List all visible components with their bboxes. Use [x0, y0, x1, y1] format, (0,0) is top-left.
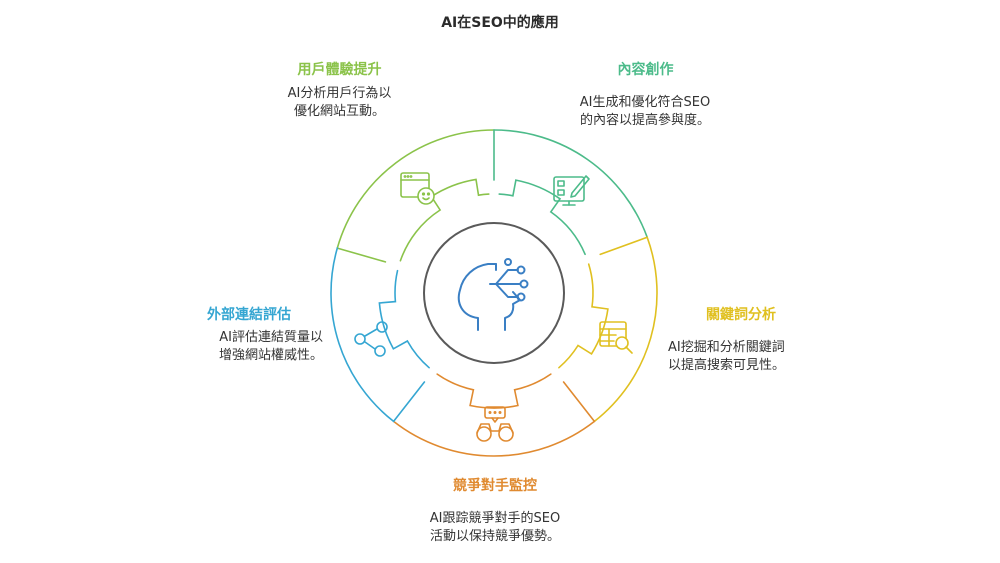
segment-inner-ring-keyword-analysis [558, 263, 609, 369]
label-user-experience: 用戶體驗提升 [297, 62, 382, 78]
desc-keyword-analysis: AI挖掘和分析關鍵詞 以提高搜索可見性。 [668, 340, 786, 373]
label-backlink-evaluation: 外部連結評估 [207, 307, 291, 323]
label-competitor-monitoring: 競爭對手監控 [453, 478, 537, 494]
desc-competitor-monitoring: AI跟踪競爭對手的SEO 活動以保持競爭優勢。 [429, 511, 561, 544]
desc-content-creation: AI生成和優化符合SEO 的內容以提高參與度。 [579, 95, 711, 128]
segment-outer-arc-keyword-analysis [593, 236, 658, 423]
segment-divider-backlink-evaluation [392, 381, 426, 423]
segment-outer-arc-content-creation [493, 129, 648, 239]
design-monitor-icon [553, 175, 590, 206]
binoculars-icon [476, 406, 514, 442]
center-circle [423, 222, 565, 364]
browser-face-icon [400, 172, 435, 205]
share-network-icon [354, 321, 388, 357]
desc-user-experience: AI分析用戶行為以 優化網站互動。 [287, 86, 392, 119]
segment-outer-arc-competitor-monitoring [392, 420, 596, 457]
segment-divider-keyword-analysis [599, 236, 648, 256]
segment-inner-ring-user-experience [399, 178, 490, 262]
segment-outer-arc-backlink-evaluation [330, 247, 395, 423]
table-search-icon [599, 321, 633, 354]
segment-inner-ring-content-creation [498, 179, 586, 256]
segment-inner-ring-competitor-monitoring [436, 373, 552, 409]
segment-divider-user-experience [336, 247, 387, 263]
diagram-title: AI在SEO中的應用 [441, 15, 559, 31]
segment-inner-ring-backlink-evaluation [378, 269, 430, 369]
segment-divider-competitor-monitoring [562, 381, 596, 423]
ai-head-network-icon [457, 258, 529, 331]
label-content-creation: 內容創作 [617, 62, 674, 78]
label-keyword-analysis: 關鍵詞分析 [706, 307, 776, 323]
desc-backlink-evaluation: AI評估連結質量以 增強網站權威性。 [218, 330, 323, 363]
segment-outer-arc-user-experience [336, 129, 495, 249]
